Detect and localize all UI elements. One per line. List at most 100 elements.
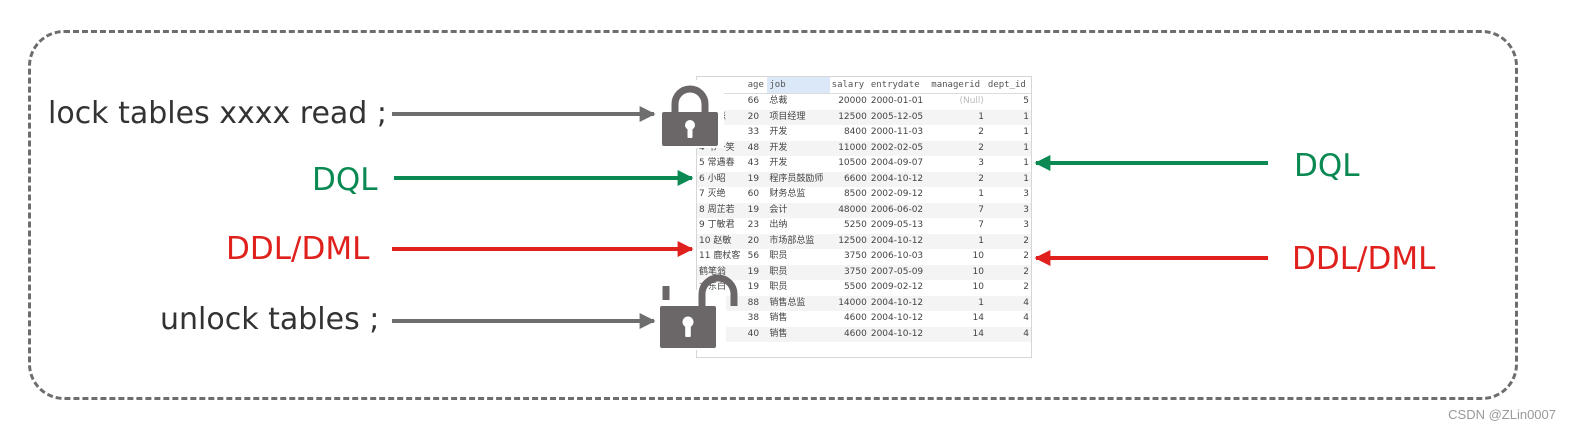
table-cell: 20	[745, 233, 768, 249]
table-cell: 职员	[769, 251, 788, 262]
table-cell: 1	[978, 189, 984, 200]
table-cell: 20000	[838, 96, 867, 107]
table-cell: 10 赵敏	[697, 233, 746, 249]
table-cell: 88	[745, 295, 768, 311]
table-cell: 8500	[843, 189, 867, 200]
ddl-dml-left-label: DDL/DML	[226, 231, 370, 267]
column-header-salary: salary	[829, 77, 869, 94]
table-cell: 2004-10-12	[868, 295, 930, 311]
table-cell: 销售总监	[767, 295, 830, 311]
table-cell: 开发	[769, 127, 788, 138]
table-cell: 1	[1023, 127, 1029, 138]
dql-right-label: DQL	[1294, 148, 1360, 184]
column-header-dept-id: dept_id	[985, 77, 1031, 94]
table-cell: 11000	[829, 140, 869, 156]
table-cell: 财务总监	[769, 189, 806, 200]
column-header-managerid: managerid	[929, 77, 986, 94]
table-cell: 1	[929, 109, 986, 125]
column-header-entrydate: entrydate	[868, 77, 930, 94]
table-cell: 7 灭绝	[699, 189, 726, 200]
table-cell: 4	[1023, 313, 1029, 324]
table-cell: 2004-10-12	[868, 233, 930, 249]
table-cell: 12500	[829, 233, 869, 249]
table-cell: 9 丁敏君	[699, 220, 735, 231]
ddl-dml-right-label: DDL/DML	[1292, 241, 1436, 277]
table-cell: 2004-09-07	[870, 158, 924, 169]
table-cell: 19	[747, 282, 760, 293]
table-cell: 2005-12-05	[868, 109, 930, 125]
table-cell: 48	[745, 140, 768, 156]
lock-closed-icon	[656, 80, 724, 148]
table-cell: 2004-10-12	[868, 326, 930, 342]
table-cell: 10	[972, 251, 984, 262]
table-cell: 38	[747, 313, 760, 324]
table-cell: 职员	[769, 282, 788, 293]
table-row: 金庸66总裁200002000-01-01(Null)5	[697, 94, 1031, 110]
table-cell: 1	[929, 295, 986, 311]
table-cell: 8 周芷若	[697, 202, 746, 218]
table-cell: 19	[745, 171, 768, 187]
table-cell: 2	[1023, 251, 1029, 262]
table-cell: 11 鹿杖客	[699, 251, 741, 262]
table-cell: 56	[747, 251, 760, 262]
table-cell: 1	[985, 171, 1031, 187]
table-cell: 2009-02-12	[870, 282, 924, 293]
table-cell: 2	[929, 171, 986, 187]
table-cell: 出纳	[769, 220, 788, 231]
table-cell: 19	[745, 264, 768, 280]
table-cell: 2006-06-02	[868, 202, 930, 218]
table-cell: 3	[978, 158, 984, 169]
table-cell: 33	[747, 127, 760, 138]
lock-open-icon	[656, 274, 738, 350]
table-body: 金庸66总裁200002000-01-01(Null)5张无忌20项目经理125…	[697, 94, 1031, 342]
table-cell: 开发	[767, 140, 830, 156]
column-header-job: job	[767, 77, 830, 94]
table-cell: 2	[985, 233, 1031, 249]
table-cell: 1	[985, 140, 1031, 156]
dql-left-label: DQL	[312, 162, 378, 198]
table-cell: 2004-10-12	[868, 171, 930, 187]
table-cell: 2000-11-03	[870, 127, 924, 138]
table-cell: 2002-09-12	[870, 189, 924, 200]
table-cell: 7	[978, 220, 984, 231]
table-cell: 3750	[829, 264, 869, 280]
table-cell: 1	[985, 109, 1031, 125]
table-cell: 2	[1023, 282, 1029, 293]
credit-watermark: CSDN @ZLin0007	[1448, 407, 1556, 422]
table-cell: 2	[978, 127, 984, 138]
table-cell: 10500	[838, 158, 867, 169]
table-cell: 市场部总监	[767, 233, 830, 249]
table-cell: 4600	[843, 313, 867, 324]
table-cell: 14000	[829, 295, 869, 311]
table-cell: 12500	[829, 109, 869, 125]
table-cell: 方东白	[699, 282, 727, 293]
table-cell: 5250	[843, 220, 867, 231]
table-cell: 10	[929, 264, 986, 280]
table-cell: 项目经理	[767, 109, 830, 125]
table-cell: 4	[985, 326, 1031, 342]
table-header-row: nameagejobsalaryentrydatemanageriddept_i…	[697, 77, 1031, 94]
table-cell: 5500	[843, 282, 867, 293]
table-cell: 3	[1023, 189, 1029, 200]
table-cell: 23	[747, 220, 760, 231]
table-cell: 2	[929, 140, 986, 156]
table-cell: 程序员鼓励师	[767, 171, 830, 187]
dashed-frame	[28, 30, 1518, 400]
table-cell: 14	[972, 313, 984, 324]
table-cell: 19	[745, 202, 768, 218]
table-cell: 2000-01-01	[870, 96, 924, 107]
table-cell: 66	[747, 96, 760, 107]
table-cell: 40	[745, 326, 768, 342]
table-cell: 60	[747, 189, 760, 200]
table-cell: 7	[929, 202, 986, 218]
